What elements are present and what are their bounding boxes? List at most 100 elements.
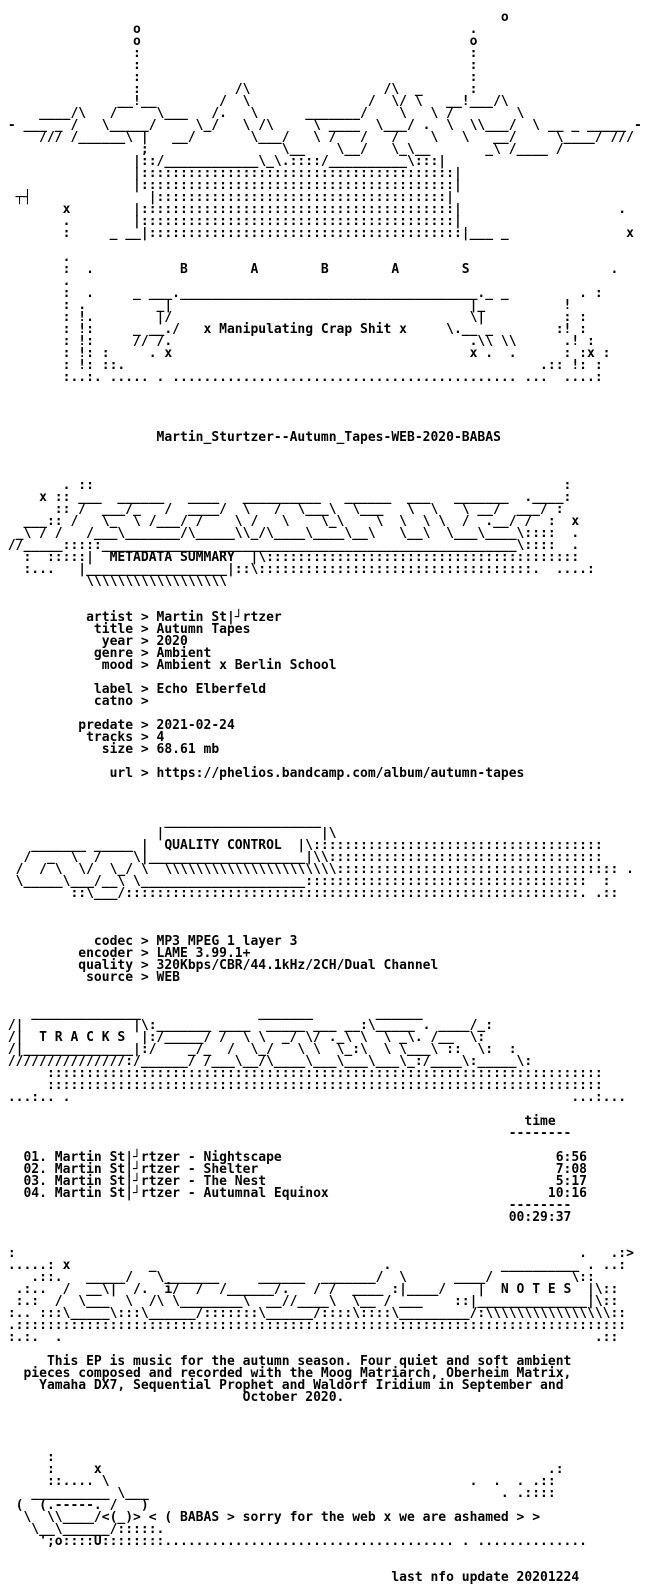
nfo-line: : . .:> — [0, 1246, 634, 1261]
nfo-line: .:::::::::::::::::::::::::::::::::::::::… — [0, 1318, 627, 1333]
nfo-line: : :::::| METADATA SUMMARY |\::::::::::::… — [0, 550, 580, 565]
nfo-line: x |:::::::::::::::::::::::::::::::::::::… — [0, 202, 627, 217]
nfo-line — [0, 792, 642, 804]
nfo-line: 03. Martin St|┘rtzer - The Nest 5:17 — [0, 1174, 587, 1189]
nfo-line: \_____\___/__\ \_____________________:::… — [0, 874, 611, 889]
nfo-line: .::. _____/ \_______ ______ _______/ \ _… — [0, 1270, 595, 1285]
nfo-line: : : — [0, 70, 478, 85]
nfo-line — [0, 984, 642, 996]
nfo-line: : x .: — [0, 1462, 564, 1477]
nfo-line — [0, 240, 642, 252]
nfo-line: ______________ _______ ______ — [0, 1006, 423, 1021]
nfo-line: title > Autumn Tapes — [0, 622, 251, 637]
nfo-line — [0, 444, 642, 456]
nfo-line: . |:::::::::::::::::::::::::::::::::::::… — [0, 214, 462, 229]
nfo-line: -------- — [0, 1198, 572, 1213]
nfo-line: : !: ::. .:: !: : — [0, 358, 603, 373]
nfo-line: : . B A B A S . — [0, 262, 619, 277]
nfo-line: pieces composed and recorded with the Mo… — [0, 1366, 572, 1381]
nfo-line — [0, 456, 642, 468]
nfo-line: | |\ — [0, 826, 337, 841]
nfo-line: year > 2020 — [0, 634, 188, 649]
nfo-line: : /\ /\ _ : — [0, 82, 478, 97]
nfo-line: 02. Martin St|┘rtzer - Shelter 7:08 — [0, 1162, 587, 1177]
nfo-line: October 2020. — [0, 1390, 345, 1405]
nfo-line: ';o::::U::::::::........................… — [0, 1534, 587, 1549]
nfo-line: :: / ___/_ / ____/ \ / \___\ \___ \ \ \ … — [0, 502, 564, 517]
nfo-line: quality > 320Kbps/CBR/44.1kHz/2CH/Dual C… — [0, 958, 439, 973]
nfo-line: : !: // /. .\\ \\ .! : — [0, 334, 595, 349]
nfo-line: ::.... \ . . . .:: — [0, 1474, 556, 1489]
nfo-line: ( (.-----. / ) — [0, 1498, 149, 1513]
nfo-line: /| T R A C K S |:/_____/ / \ \ _/ \/ ._\… — [0, 1030, 486, 1045]
nfo-line — [0, 1416, 642, 1428]
nfo-line — [0, 408, 642, 420]
nfo-line — [0, 1428, 642, 1440]
nfo-line: x :: ___ ______ ____ __________ ______ _… — [0, 490, 572, 505]
nfo-line: last nfo update 20201224 — [0, 1570, 580, 1585]
nfo-line: url > https://phelios.bandcamp.com/album… — [0, 766, 525, 781]
nfo-line — [0, 1404, 642, 1416]
nfo-line: ::::::::::::::::::::::::::::::::::::::::… — [0, 1078, 603, 1093]
nfo-line: tracks > 4 — [0, 730, 165, 745]
nfo-line: .....: x _ . __________ . ..: — [0, 1258, 627, 1273]
nfo-line: ...:.. . ...:... — [0, 1090, 627, 1105]
nfo-line: . — [0, 250, 71, 265]
nfo-line: ┬┤ |::::::::::::::::::::::::::::::::::::… — [0, 190, 454, 205]
nfo-line: Martin_Sturtzer--Autumn_Tapes-WEB-2020-B… — [0, 430, 501, 445]
nfo-line: source > WEB — [0, 970, 181, 985]
nfo-line: :... |__________________|::\::::::::::::… — [0, 562, 595, 577]
nfo-line: : — [0, 1450, 55, 1465]
nfo-line: /// /______\ | __/ \___/ \ / / / \ \ __/… — [0, 130, 634, 145]
nfo-line — [0, 588, 642, 600]
nfo-line: 04. Martin St|┘rtzer - Autumnal Equinox … — [0, 1186, 587, 1201]
nfo-line: : !: : . x x . . : :x : — [0, 346, 611, 361]
nfo-line: mood > Ambient x Berlin School — [0, 658, 337, 673]
nfo-line — [0, 384, 642, 396]
nfo-line: \\\\\\\\\\\\\\\\\\ — [0, 574, 227, 589]
nfo-line: -------- — [0, 1126, 572, 1141]
nfo-line: encoder > LAME 3.99.1+ — [0, 946, 251, 961]
nfo-line: label > Echo Elberfeld — [0, 682, 267, 697]
nfo-line: \__\______/:::::. — [0, 1522, 165, 1537]
nfo-line — [0, 1224, 642, 1236]
nfo-line: __________ \___ . .:::: — [0, 1486, 556, 1501]
nfo-line: codec > MP3 MPEG 1 layer 3 — [0, 934, 298, 949]
nfo-line — [0, 900, 642, 912]
nfo-line: Yamaha DX7, Sequential Prophet and Waldo… — [0, 1378, 564, 1393]
nfo-line: : !. |/ \| : : — [0, 310, 587, 325]
nfo-line — [0, 1560, 642, 1572]
nfo-line: genre > Ambient — [0, 646, 212, 661]
nfo-line: artist > Martin St|┘rtzer — [0, 610, 282, 625]
nfo-line: . — [0, 274, 71, 289]
nfo-line: /|______________|:/ _/_ / \_/ \ \ \_:\ \… — [0, 1042, 517, 1057]
nfo-line: : . _| |_ ! — [0, 298, 572, 313]
nfo-line: |:::::::::::::::::::::::::::::::::::::::… — [0, 166, 462, 181]
nfo-line: \ \\____/<(_)> < ( BABAS > sorry for the… — [0, 1510, 541, 1525]
nfo-line: ____________________ — [0, 814, 321, 829]
nfo-line — [0, 1440, 642, 1452]
nfo-line: |:::::::::::::::::::::::::::::::::::::::… — [0, 178, 462, 193]
nfo-line: predate > 2021-02-24 — [0, 718, 235, 733]
nfo-line: o — [0, 10, 509, 25]
nfo-line: catno > — [0, 694, 149, 709]
nfo-line: This EP is music for the autumn season. … — [0, 1354, 572, 1369]
nfo-line: |::/____________\_\.::::/__________\:::| — [0, 154, 447, 169]
nfo-line: ///////////////:/______/ /___\__/\____\_… — [0, 1054, 533, 1069]
nfo-line: 01. Martin St|┘rtzer - Nightscape 6:56 — [0, 1150, 587, 1165]
nfo-line: :.. :::\_____\:::\______/:::::::\______/… — [0, 1306, 627, 1321]
nfo-line: 00:29:37 — [0, 1210, 572, 1225]
nfo-line: _______ _____ | QUALITY CONTROL |\::::::… — [0, 838, 603, 853]
nfo-line: :..:. ..... . ..........................… — [0, 370, 603, 385]
nfo-line: ____/\ / \___ /. \ _______/ \ \ / \ — [0, 106, 525, 121]
nfo-line: ::::::::::::::::::::::::::::::::::::::::… — [0, 1066, 603, 1081]
nfo-line — [0, 780, 642, 792]
nfo-line: ::\___/:::::::::::::::::::::::::::::::::… — [0, 886, 619, 901]
nfo-line: ___:: / \_ \ /___/ / \ / \ \_\ \ \ \ \ /… — [0, 514, 580, 529]
nfo-line: : : — [0, 58, 478, 73]
nfo-line: / _ \ / \|____________________|\\:::::::… — [0, 850, 603, 865]
nfo-line: : !: _ __./ x Manipulating Crap Shit x \… — [0, 322, 587, 337]
nfo-line: .:.. / __\| /. i/ / /______/. / / ____ :… — [0, 1282, 619, 1297]
nfo-line: - ___ _ / \_____/ \_/ \ /\ \ ____ \___/ … — [0, 118, 642, 133]
